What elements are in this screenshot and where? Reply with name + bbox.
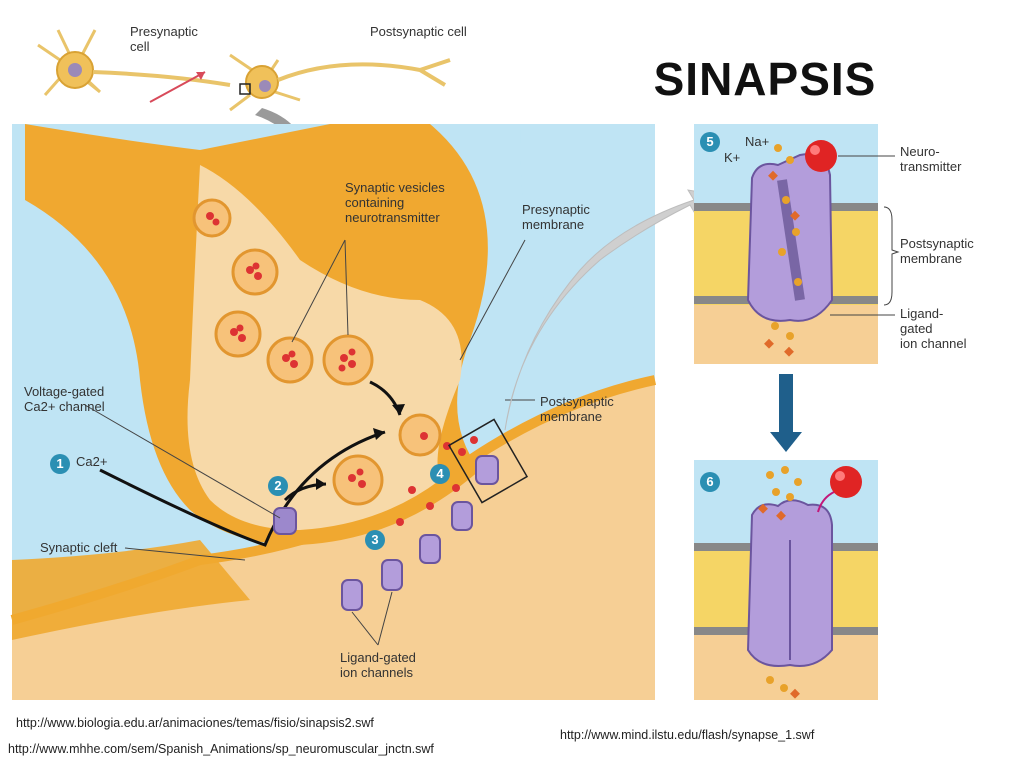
postsynaptic-membrane-label: Postsynaptic membrane bbox=[540, 394, 614, 424]
step-4-badge: 4 bbox=[430, 464, 450, 484]
panel-6 bbox=[694, 460, 878, 700]
presynaptic-neuron bbox=[37, 29, 231, 96]
na-ion-label: Na+ bbox=[745, 134, 770, 149]
leader-lines bbox=[84, 239, 535, 646]
docking-vesicle bbox=[398, 413, 442, 457]
k-ion-label: K+ bbox=[724, 150, 741, 165]
vesicle bbox=[322, 334, 374, 386]
vesicle bbox=[214, 310, 262, 358]
step-5-badge: 5 bbox=[700, 132, 720, 152]
vesicle bbox=[332, 454, 384, 506]
source-link-1[interactable]: http://www.biologia.edu.ar/animaciones/t… bbox=[16, 716, 374, 730]
step-1-badge: 1 bbox=[50, 454, 70, 474]
vesicle bbox=[231, 248, 279, 296]
voltage-gated-channel bbox=[273, 507, 297, 535]
synaptic-vesicles bbox=[192, 198, 442, 506]
postsynaptic-cell-label: Postsynaptic cell bbox=[370, 24, 467, 39]
synaptic-vesicles-label: Synaptic vesicles containing neurotransm… bbox=[345, 180, 445, 225]
synaptic-cleft-label: Synaptic cleft bbox=[40, 540, 118, 555]
ca-influx-arrow bbox=[99, 430, 386, 547]
panel-postsynaptic-membrane-label: Postsynaptic membrane bbox=[900, 236, 974, 266]
zoom-box bbox=[447, 418, 529, 504]
vesicle bbox=[192, 198, 232, 238]
ligand-gated-channels bbox=[341, 455, 499, 611]
down-arrow-icon bbox=[770, 374, 802, 452]
step-2-badge: 2 bbox=[268, 476, 288, 496]
ligand-gated-channels-label: Ligand-gated ion channels bbox=[340, 650, 416, 680]
source-link-2[interactable]: http://www.mhhe.com/sem/Spanish_Animatio… bbox=[8, 742, 434, 756]
postsynaptic-neuron bbox=[229, 53, 451, 112]
ca-ion-label: Ca2+ bbox=[76, 454, 108, 469]
panel-5-leaders bbox=[830, 155, 900, 316]
neurotransmitter-dots bbox=[396, 436, 484, 526]
slide-title: SINAPSIS bbox=[653, 53, 877, 105]
panel-5 bbox=[694, 124, 878, 364]
presynaptic-cell-label: Presynaptic cell bbox=[130, 24, 198, 54]
voltage-gated-channel-label: Voltage-gated Ca2+ channel bbox=[24, 384, 105, 414]
transmission-arrow bbox=[149, 71, 206, 103]
source-link-3[interactable]: http://www.mind.ilstu.edu/flash/synapse_… bbox=[560, 728, 815, 742]
step-6-badge: 6 bbox=[700, 472, 720, 492]
ligand-gated-ion-channel-label: Ligand- gated ion channel bbox=[900, 306, 967, 351]
step-3-badge: 3 bbox=[365, 530, 385, 550]
vesicle bbox=[266, 336, 314, 384]
neurotransmitter-label: Neuro- transmitter bbox=[900, 144, 962, 174]
presynaptic-membrane-label: Presynaptic membrane bbox=[522, 202, 590, 232]
